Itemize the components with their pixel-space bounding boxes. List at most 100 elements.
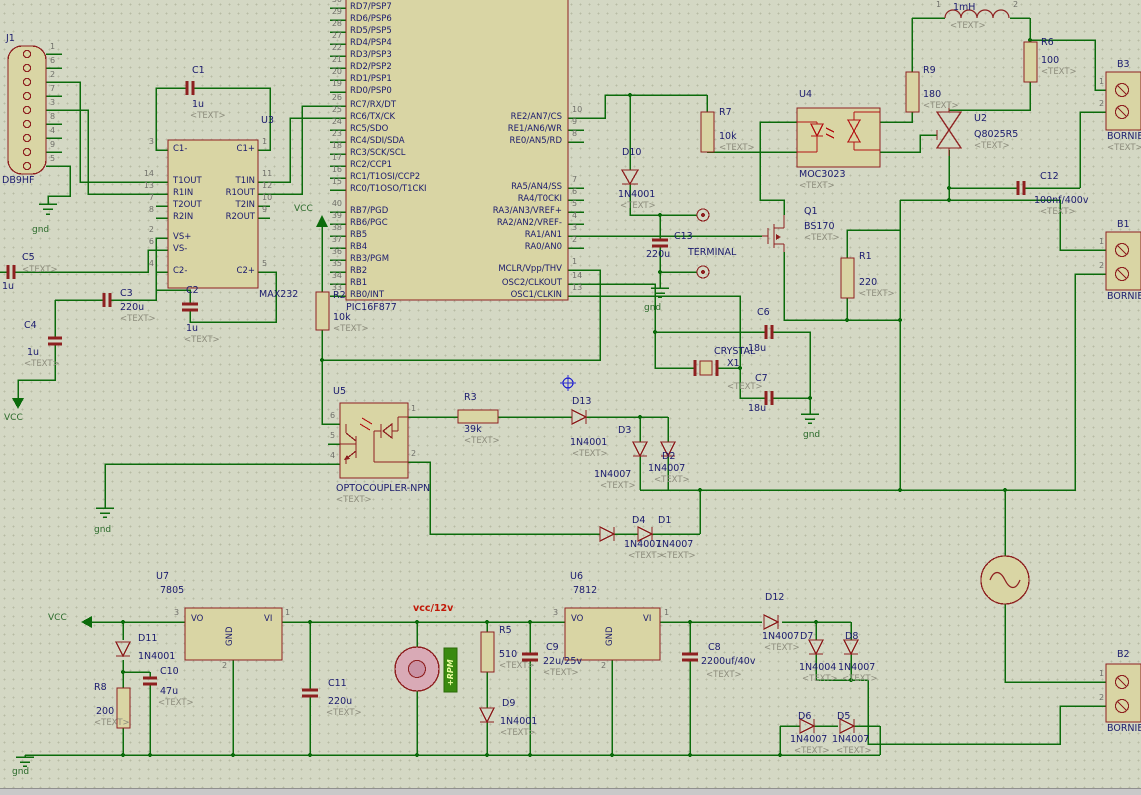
diode-d9[interactable] — [478, 707, 496, 724]
resistor-r2[interactable] — [315, 291, 330, 331]
capacitor-c10[interactable] — [143, 676, 157, 686]
crystal-x1[interactable] — [693, 360, 719, 376]
c13-val: 220u — [646, 249, 671, 260]
diode-d12[interactable] — [763, 613, 780, 631]
diode-d2[interactable] — [659, 441, 677, 458]
connector-b1[interactable] — [1105, 231, 1141, 291]
capacitor-c9[interactable] — [522, 652, 538, 662]
resistor-r7[interactable] — [700, 111, 715, 153]
c7-ref: C7 — [755, 373, 768, 384]
r9-txt: <TEXT> — [923, 101, 959, 111]
pic-pin-ra5: RA5/AN4/SS — [511, 182, 562, 192]
optotriac-u4-moc3023[interactable] — [796, 107, 881, 168]
resistor-r1[interactable] — [840, 257, 855, 299]
j1-pin-7: 7 — [50, 84, 56, 93]
capacitor-c3[interactable] — [102, 293, 112, 307]
c1-txt: <TEXT> — [190, 111, 226, 121]
optocoupler-u5[interactable] — [339, 402, 409, 479]
u5-num-6: 6 — [330, 411, 336, 420]
diode-d3[interactable] — [631, 441, 649, 458]
capacitor-c1[interactable] — [185, 81, 195, 95]
capacitor-c11[interactable] — [302, 688, 318, 698]
vcc-arrow-up-icon[interactable] — [316, 215, 328, 227]
rpm-sensor[interactable] — [443, 647, 458, 693]
u7-pin-gnd: GND — [225, 626, 235, 647]
c1-ref: C1 — [192, 65, 205, 76]
d13-ref: D13 — [572, 396, 592, 407]
d1-ref: D1 — [658, 515, 672, 526]
ic-u3-max232[interactable] — [167, 139, 259, 289]
c7-val: 18u — [748, 403, 767, 414]
diode-d11[interactable] — [114, 641, 132, 658]
diode-d8[interactable] — [842, 639, 860, 656]
ic-pic16f877[interactable] — [345, 0, 569, 301]
r7-txt: <TEXT> — [719, 143, 755, 153]
regulator-u6-7812[interactable] — [564, 607, 661, 661]
d12-ref: D12 — [765, 592, 785, 603]
d6-ref: D6 — [798, 711, 812, 722]
capacitor-c13[interactable] — [652, 238, 668, 248]
connector-b2[interactable] — [1105, 663, 1141, 723]
d6-val: 1N4007 — [790, 734, 828, 745]
diode-d10[interactable] — [620, 169, 640, 186]
d1-txt: <TEXT> — [660, 551, 696, 561]
pic-num-7: 7 — [572, 175, 578, 184]
r8-ref: R8 — [94, 682, 107, 693]
connector-j1-db9[interactable] — [7, 45, 47, 175]
vcc-terminals[interactable] — [12, 215, 328, 628]
r6-txt: <TEXT> — [1041, 67, 1077, 77]
diode-d7[interactable] — [807, 639, 825, 656]
u3-num-2: 2 — [148, 225, 154, 234]
pic-pin-rc0: RC0/T1OSO/T1CKI — [350, 184, 427, 194]
vcc-arrow-left-icon[interactable] — [81, 616, 92, 628]
resistor-r6[interactable] — [1023, 41, 1038, 83]
r9-val: 180 — [923, 89, 942, 100]
triac-u2[interactable] — [935, 104, 963, 156]
mosfet-q1[interactable] — [762, 215, 785, 252]
capacitor-c6[interactable] — [764, 325, 774, 339]
u3-num-10: 10 — [262, 193, 273, 202]
capacitor-c12[interactable] — [1016, 181, 1026, 195]
pic-pin-rb1: RB1 — [350, 278, 368, 288]
pic-pin-rd6: RD6/PSP6 — [350, 14, 392, 24]
resistor-r9[interactable] — [905, 71, 920, 113]
regulator-u7-7805[interactable] — [184, 607, 283, 661]
inductor-l1[interactable] — [944, 9, 1010, 19]
diode-d13[interactable] — [571, 408, 588, 426]
pic-num-15: 15 — [331, 177, 342, 186]
pic-num-9: 9 — [572, 117, 578, 126]
diode-d4[interactable] — [599, 525, 616, 543]
pic-pin-ra3: RA3/AN3/VREF+ — [492, 206, 562, 216]
q1-ref: Q1 — [804, 206, 818, 217]
gnd-label-4: gnd — [94, 525, 112, 535]
ac-source[interactable] — [980, 555, 1030, 605]
vcc-arrow-down-icon[interactable] — [12, 398, 24, 409]
capacitor-c5[interactable] — [6, 265, 16, 279]
u3-num-5: 5 — [262, 259, 268, 268]
u3-pin-vsp: VS+ — [173, 232, 192, 242]
diode-d6[interactable] — [799, 717, 816, 735]
resistor-r3[interactable] — [457, 409, 499, 424]
connector-b3[interactable] — [1105, 71, 1141, 131]
terminal-posts[interactable] — [696, 208, 710, 279]
motor[interactable] — [394, 646, 440, 692]
capacitor-c2[interactable] — [182, 302, 198, 312]
capacitor-c4[interactable] — [48, 336, 62, 346]
u4-txt: <TEXT> — [799, 181, 835, 191]
d10-txt: <TEXT> — [620, 201, 656, 211]
capacitor-c7[interactable] — [764, 391, 774, 405]
capacitor-c8[interactable] — [682, 652, 698, 662]
pic-pin-re2: RE2/AN7/CS — [510, 112, 562, 122]
c12-txt: <TEXT> — [1040, 207, 1076, 217]
d3-txt: <TEXT> — [600, 481, 636, 491]
resistor-r8[interactable] — [116, 687, 131, 729]
diode-d5[interactable] — [839, 717, 856, 735]
pic-pin-rb2: RB2 — [350, 266, 368, 276]
gnd-label-1: gnd — [32, 225, 50, 235]
diode-d1[interactable] — [637, 525, 654, 543]
pic-pin-osc1: OSC1/CLKIN — [510, 290, 562, 300]
ground-symbols[interactable] — [16, 203, 819, 767]
u3-pin-vsm: VS- — [173, 244, 188, 254]
resistor-r5[interactable] — [480, 631, 495, 673]
